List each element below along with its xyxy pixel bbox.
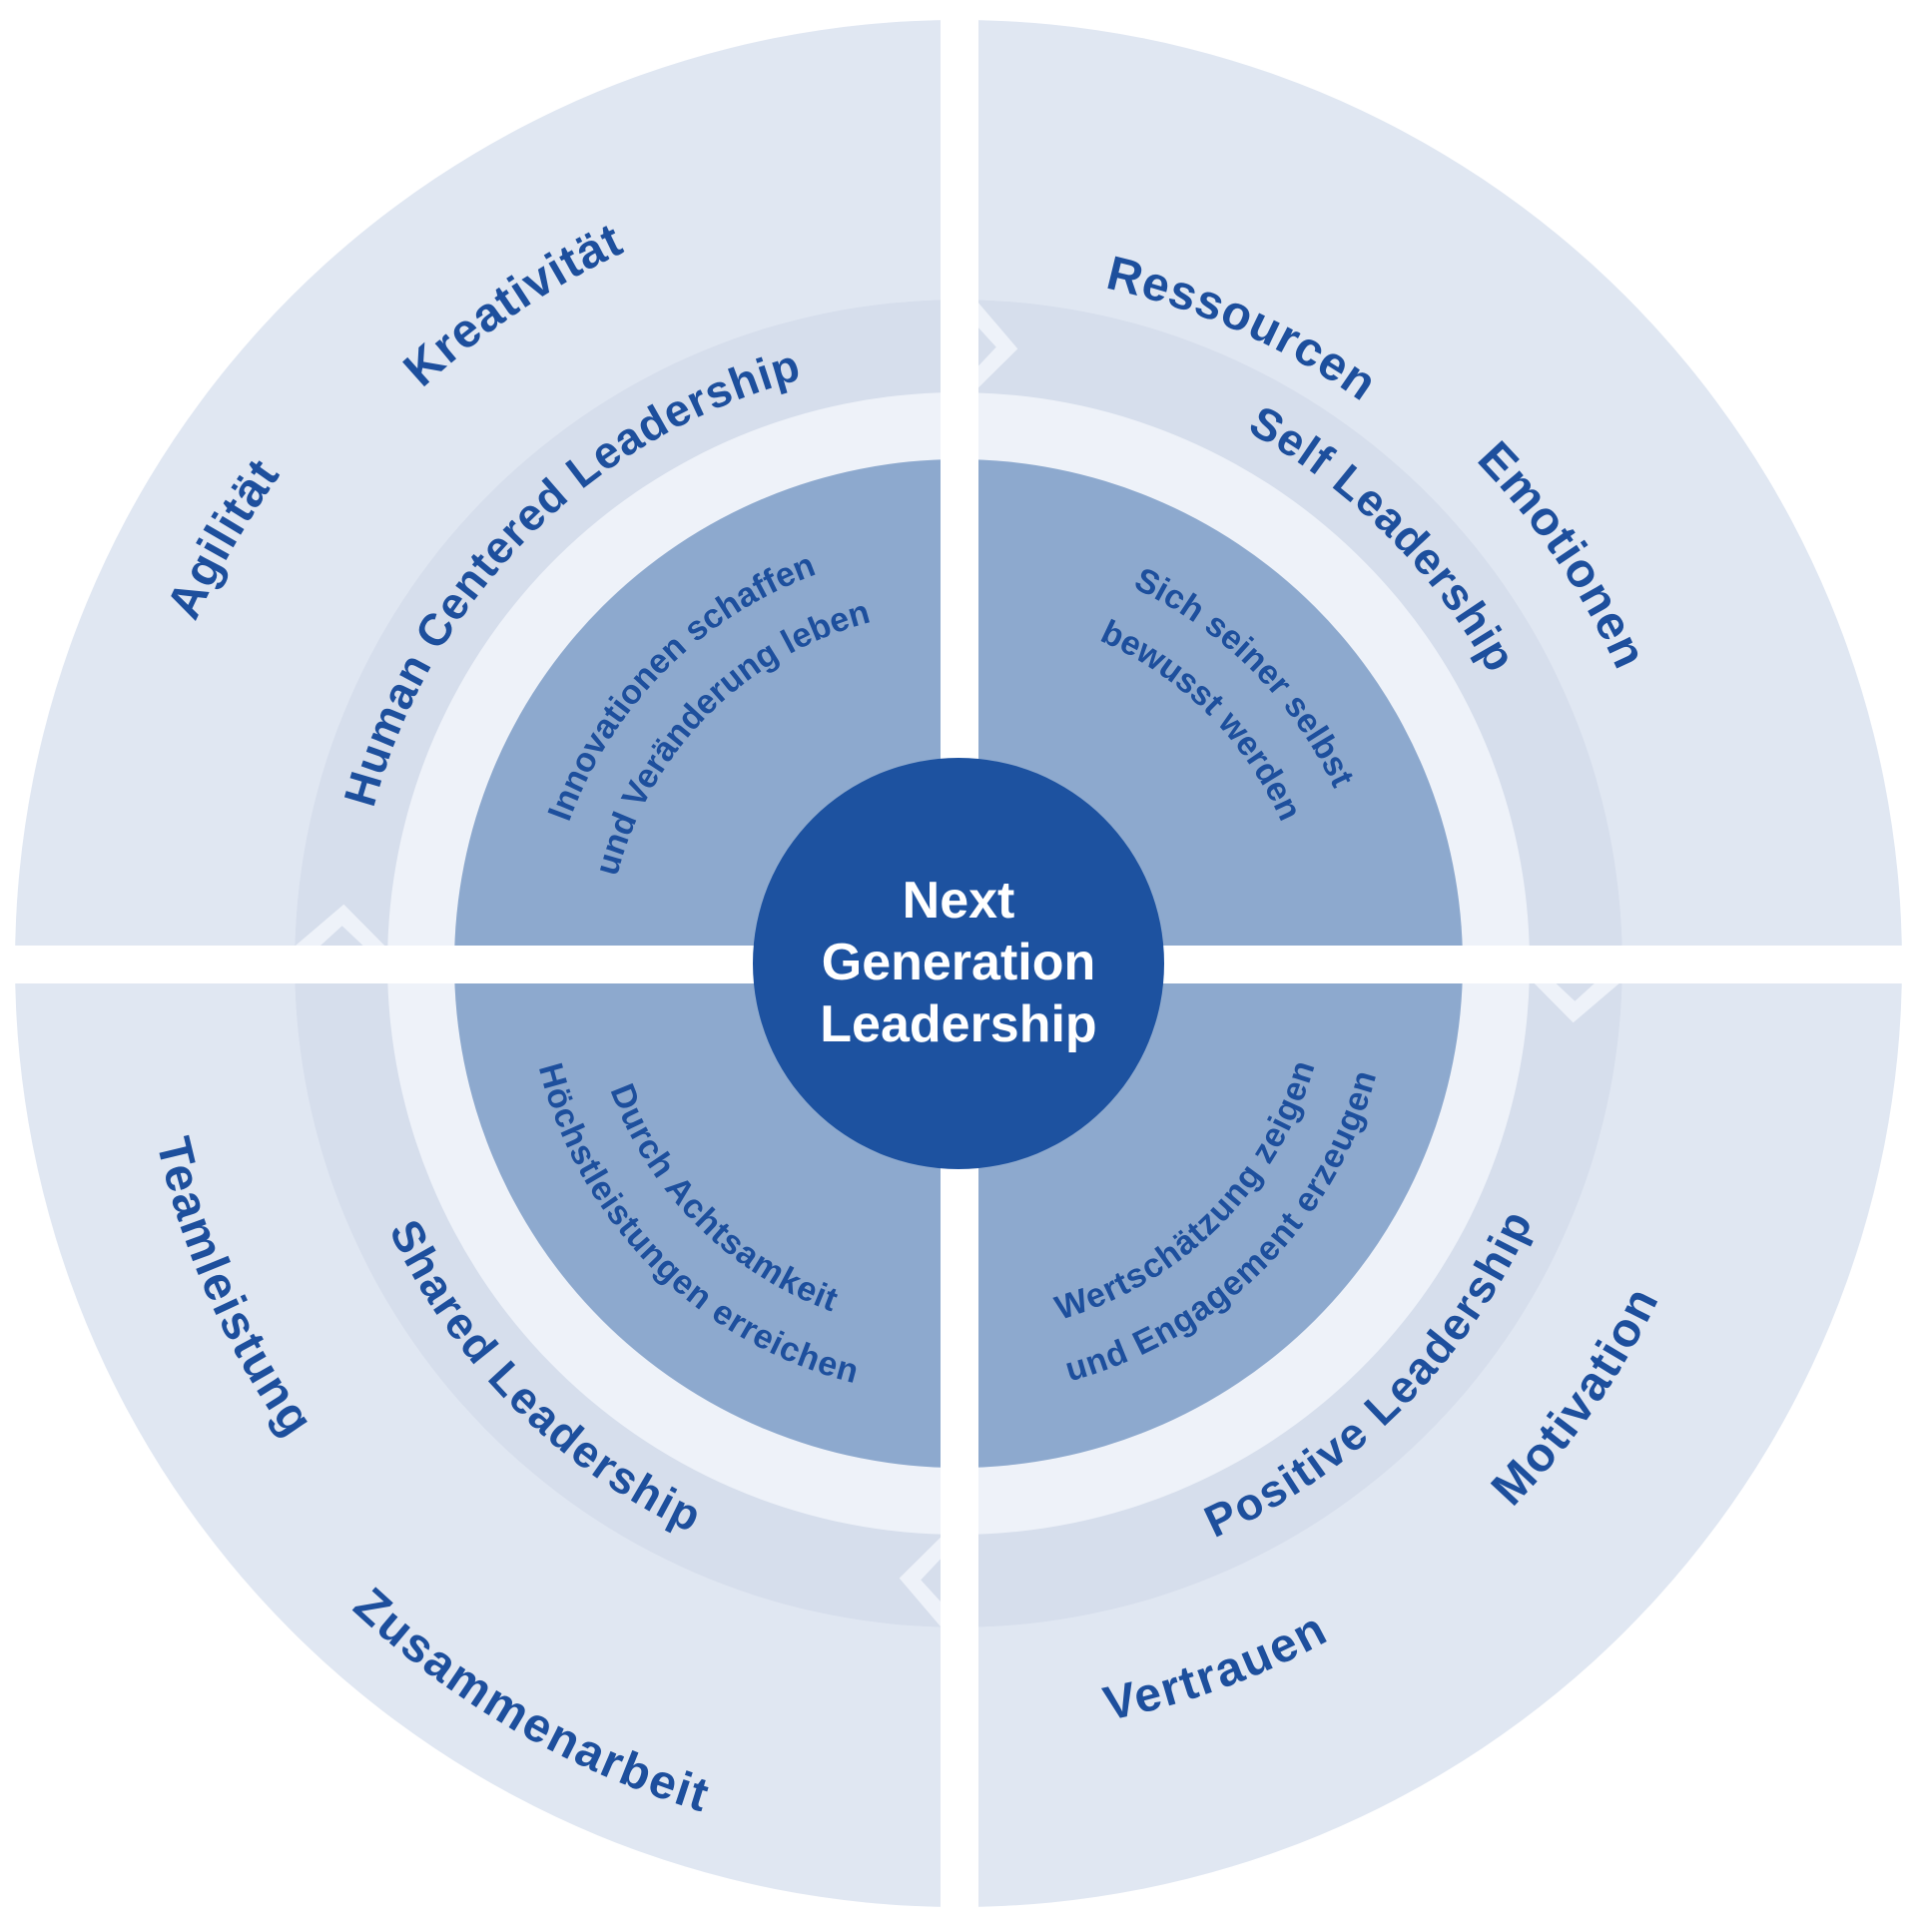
arrow-segment-shared xyxy=(295,926,945,1627)
center-circle xyxy=(753,758,1164,1169)
center-title-line3: Leadership xyxy=(820,995,1096,1053)
center-title-line1: Next xyxy=(903,872,1015,930)
arrow-segment-human-centered xyxy=(295,300,996,950)
arrow-segment-positive xyxy=(921,977,1622,1627)
arrow-segment-self xyxy=(972,300,1622,1001)
center-title-line2: Generation xyxy=(822,934,1096,991)
